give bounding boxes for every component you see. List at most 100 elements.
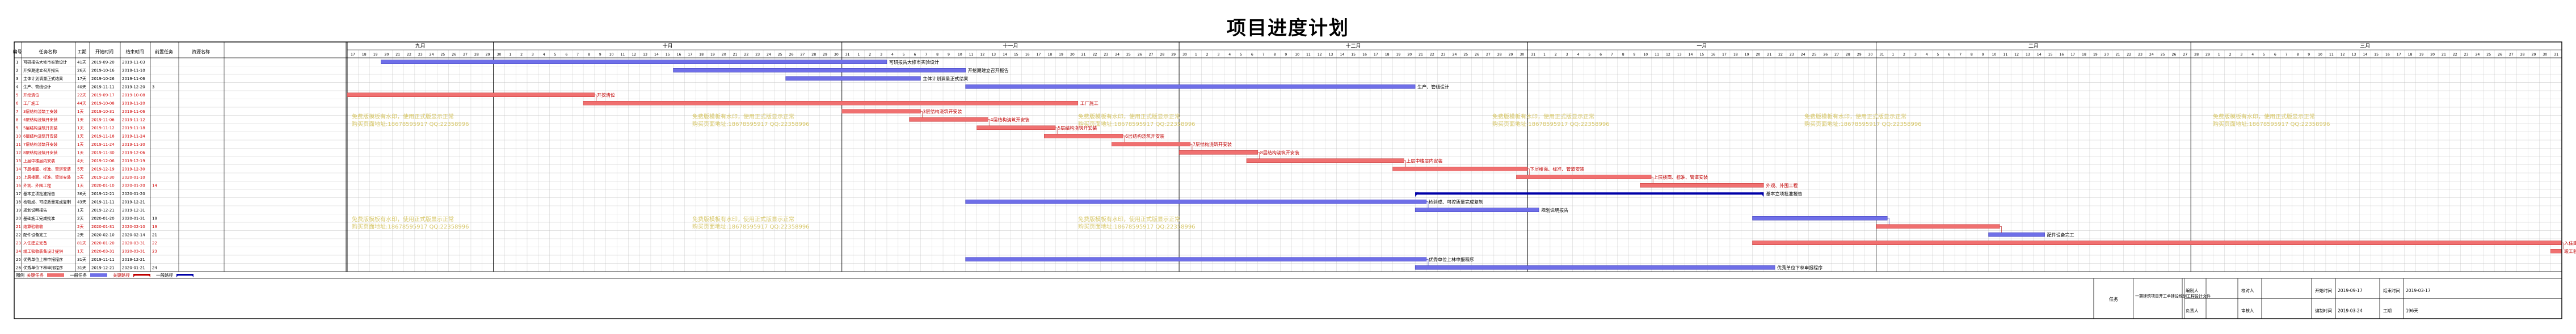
day-tick-label: 9 <box>599 53 601 57</box>
day-tick-label: 2 <box>1206 53 1209 57</box>
day-tick-label: 15 <box>2374 53 2379 57</box>
day-tick-label: 26 <box>1475 53 1479 57</box>
row-pred: 3 <box>152 85 154 90</box>
day-tick-label: 16 <box>677 53 681 57</box>
bar-label: 竣工验收提供成功 <box>2564 248 2576 254</box>
day-tick-label: 1 <box>2218 53 2220 57</box>
row-duration: 26天 <box>77 69 86 73</box>
bar-label: 4层结构浇筑开安装 <box>990 117 1029 122</box>
dependency-link <box>988 119 990 126</box>
day-tick-label: 18 <box>1047 53 1052 57</box>
footer-field-label: 审核人 <box>2241 308 2254 314</box>
row-duration: 1天 <box>77 109 83 114</box>
gantt-bar <box>1246 158 1404 163</box>
day-tick-label: 2 <box>869 53 871 57</box>
gantt-bar <box>2550 249 2562 253</box>
legend-swatch <box>47 273 64 277</box>
row-name: 上层中楼层内安装 <box>23 158 55 163</box>
row-duration: 1天 <box>77 126 83 130</box>
bar-label: 上层中楼层内安装 <box>1406 158 1442 163</box>
row-id: 4 <box>16 85 19 90</box>
row-name: 上层楼面、标准、管道安装 <box>23 175 71 180</box>
row-start: 2020-01-31 <box>91 225 115 229</box>
legend-swatch-cap <box>148 274 150 277</box>
day-tick-label: 29 <box>1509 53 1513 57</box>
day-tick-label: 24 <box>767 53 771 57</box>
row-pred: 19 <box>152 225 157 229</box>
row-start: 2019-12-30 <box>91 175 115 180</box>
row-name: 入住建立完备 <box>23 240 47 246</box>
row-pred: 24 <box>152 266 157 270</box>
dependency-link <box>1426 259 1429 266</box>
row-name: 可研报告大修市实验设计 <box>23 60 67 65</box>
day-tick-label: 1 <box>1892 53 1894 57</box>
row-id: 14 <box>16 167 21 172</box>
day-tick-label: 23 <box>1790 53 1794 57</box>
day-tick-label: 20 <box>1756 53 1760 57</box>
bar-label: 3层结构浇筑开安装 <box>923 108 962 114</box>
day-tick-label: 14 <box>2037 53 2042 57</box>
dependency-link <box>1527 168 1530 176</box>
watermark-line2: 购买页面地址:18678595917 QQ:22358996 <box>1804 120 1922 128</box>
day-tick-label: 8 <box>1274 53 1276 57</box>
day-tick-label: 22 <box>407 53 411 57</box>
gantt-bar <box>976 125 1056 130</box>
row-name: 基本立项批准报告 <box>23 191 55 196</box>
row-duration: 2天 <box>77 225 83 229</box>
row-duration: 2天 <box>77 217 83 221</box>
day-tick-label: 21 <box>1767 53 1771 57</box>
row-name: 5层结构浇筑开安装 <box>23 125 57 130</box>
watermark-line1: 免费版模板有水印，使用正式版显示正常 <box>692 215 794 223</box>
day-tick-label: 6 <box>565 53 567 57</box>
day-tick-label: 22 <box>1778 53 1783 57</box>
row-start: 2019-10-31 <box>91 109 115 114</box>
dependency-link <box>1190 143 1193 151</box>
legend-swatch-cap <box>176 274 179 277</box>
row-name: 生产、管线设计 <box>23 84 51 90</box>
day-tick-label: 26 <box>2498 53 2502 57</box>
row-name: 基础施工完成批准 <box>23 216 55 221</box>
row-name: 竣工验收装备设计提供 <box>23 249 63 254</box>
row-pred: 22 <box>152 241 157 246</box>
day-tick-label: 21 <box>1081 53 1086 57</box>
row-id: 26 <box>16 266 21 270</box>
row-id: 19 <box>16 208 21 213</box>
row-start: 2019-12-21 <box>91 208 115 213</box>
gantt-bar <box>583 101 1079 105</box>
day-tick-label: 9 <box>1285 53 1287 57</box>
row-duration: 81天 <box>77 241 86 246</box>
bar-label: 配件设备完工 <box>2047 232 2074 238</box>
day-tick-label: 23 <box>1441 53 1446 57</box>
row-start: 2019-10-08 <box>91 102 115 106</box>
day-tick-label: 13 <box>2026 53 2030 57</box>
day-tick-label: 17 <box>2397 53 2401 57</box>
day-tick-label: 23 <box>755 53 760 57</box>
day-tick-label: 25 <box>1812 53 1817 57</box>
day-tick-label: 27 <box>1834 53 1839 57</box>
day-tick-label: 18 <box>699 53 704 57</box>
day-tick-label: 29 <box>1171 53 1176 57</box>
row-end: 2020-02-10 <box>122 225 145 229</box>
day-tick-label: 7 <box>2285 53 2288 57</box>
day-tick-label: 22 <box>744 53 748 57</box>
watermark-line1: 免费版模板有水印，使用正式版显示正常 <box>1804 113 1906 120</box>
gantt-bar <box>909 117 988 122</box>
dependency-link <box>1887 218 1889 225</box>
bar-label: 优秀单位下林申报程序 <box>1777 265 1822 270</box>
day-tick-label: 8 <box>2296 53 2299 57</box>
footer-field-label: 负责人 <box>2186 308 2199 314</box>
bar-label: 6层结构浇筑开安装 <box>1125 133 1164 139</box>
row-name: 3层结构浇筑工安装 <box>23 109 57 114</box>
row-duration: 22天 <box>77 93 86 98</box>
row-start: 2019-10-16 <box>91 69 115 73</box>
month-label: 十一月 <box>1003 43 1018 49</box>
row-name: 结算验收收 <box>23 224 43 229</box>
day-tick-label: 20 <box>1070 53 1075 57</box>
day-tick-label: 24 <box>1115 53 1119 57</box>
column-header: 开始时间 <box>95 49 113 54</box>
row-start: 2019-11-18 <box>91 134 115 139</box>
row-end: 2019-10-08 <box>122 93 145 98</box>
row-end: 2020-03-31 <box>122 250 145 254</box>
day-tick-label: 8 <box>588 53 590 57</box>
